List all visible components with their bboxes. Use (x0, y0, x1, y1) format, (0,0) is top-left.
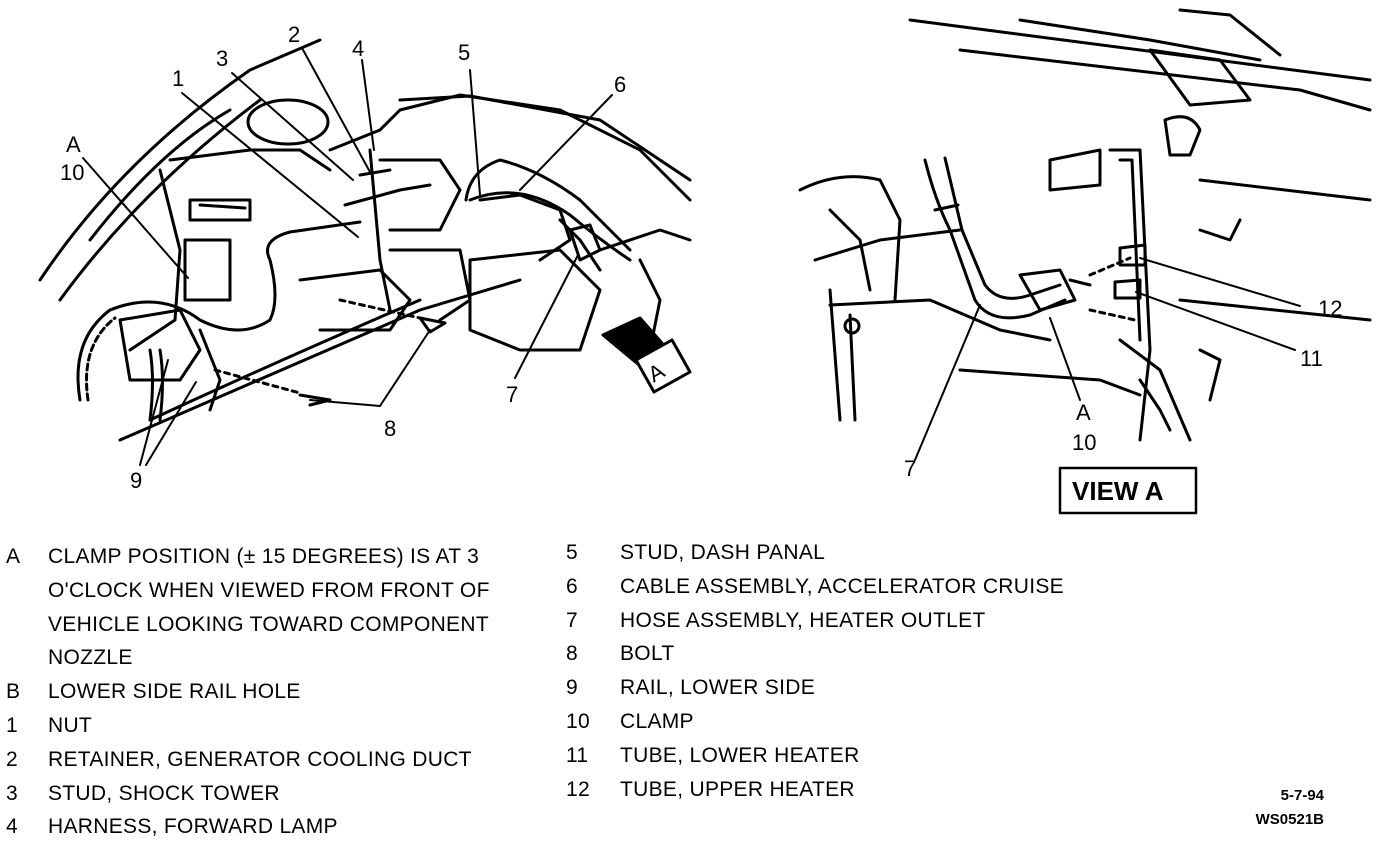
legend-text: CLAMP POSITION (± 15 DEGREES) IS AT 3 (48, 545, 480, 568)
callout-8: 8 (384, 416, 396, 441)
right-view-leaders (914, 257, 1301, 461)
legend-key: 6 (566, 574, 578, 598)
legend-row: 3 STUD, SHOCK TOWER (6, 777, 490, 811)
legend-text: CLAMP (620, 709, 694, 733)
callout-7-right: 7 (904, 456, 916, 481)
callout-5: 5 (458, 40, 470, 65)
legend-row: ANOZZLE (6, 641, 490, 675)
left-view-leaders (82, 47, 613, 466)
left-view-body (38, 38, 692, 442)
legend-text: RETAINER, GENERATOR COOLING DUCT (48, 747, 472, 771)
legend-key: 9 (566, 676, 578, 700)
callout-12-right: 12 (1318, 296, 1342, 321)
legend-row: 10 CLAMP (566, 705, 1064, 739)
legend-row: 1 NUT (6, 709, 490, 743)
view-a-arrow (601, 316, 692, 394)
callout-4: 4 (352, 36, 364, 61)
legend-row: 5 STUD, DASH PANAL (566, 536, 1064, 570)
callout-9: 9 (130, 468, 142, 493)
callout-7: 7 (506, 382, 518, 407)
legend-row: 7 HOSE ASSEMBLY, HEATER OUTLET (566, 604, 1064, 638)
legend-text: BOLT (620, 642, 675, 666)
callout-6: 6 (614, 72, 626, 97)
legend-text: STUD, SHOCK TOWER (48, 781, 280, 805)
legend-key: B (6, 680, 21, 704)
legend-row: B LOWER SIDE RAIL HOLE (6, 675, 490, 709)
legend-text: TUBE, UPPER HEATER (620, 777, 855, 801)
legend-text: STUD, DASH PANAL (620, 541, 826, 564)
legend-text: NUT (48, 713, 93, 737)
legend-text: NOZZLE (48, 646, 133, 670)
legend-text: HOSE ASSEMBLY, HEATER OUTLET (620, 608, 986, 632)
callout-a-right: A (1076, 400, 1091, 425)
legend-key: 2 (6, 747, 18, 771)
legend-key: 1 (6, 713, 18, 737)
legend-key: 5 (566, 541, 578, 564)
callout-labels: 1 2 3 4 5 6 7 8 9 A 10 A 12 11 A 10 7 VI… (60, 22, 1342, 506)
legend-row: 6 CABLE ASSEMBLY, ACCELERATOR CRUISE (566, 570, 1064, 604)
callout-11-right: 11 (1300, 346, 1323, 371)
legend-text: O'CLOCK WHEN VIEWED FROM FRONT OF (48, 578, 490, 602)
legend-row: 2 RETAINER, GENERATOR COOLING DUCT (6, 743, 490, 777)
legend-left: A CLAMP POSITION (± 15 DEGREES) IS AT 3 A… (6, 540, 490, 844)
legend-text: LOWER SIDE RAIL HOLE (48, 680, 301, 704)
legend-key: 11 (566, 743, 589, 767)
legend-key: 8 (566, 642, 578, 666)
stamp-code: WS0521B (1255, 811, 1324, 828)
callout-10-left: 10 (60, 160, 84, 185)
legend-key: 7 (566, 608, 578, 632)
legend-key: A (6, 545, 21, 568)
legend-row: 9 RAIL, LOWER SIDE (566, 671, 1064, 705)
legend-row: 4 HARNESS, FORWARD LAMP (6, 810, 490, 844)
callout-10-right: 10 (1072, 430, 1096, 455)
right-view-body (798, 8, 1372, 442)
legend-right: 5 STUD, DASH PANAL 6 CABLE ASSEMBLY, ACCEL… (566, 536, 1064, 806)
view-a-label-box (1058, 466, 1198, 515)
legend-row: 12 TUBE, UPPER HEATER (566, 773, 1064, 807)
right-view-hose (923, 156, 1147, 322)
view-a-label: VIEW A (1072, 476, 1164, 506)
legend-row: AVEHICLE LOOKING TOWARD COMPONENT (6, 608, 490, 642)
legend-row: A CLAMP POSITION (± 15 DEGREES) IS AT 3 (6, 540, 490, 574)
callout-1: 1 (172, 66, 184, 91)
legend-row: AO'CLOCK WHEN VIEWED FROM FRONT OF (6, 574, 490, 608)
legend-text: TUBE, LOWER HEATER (620, 743, 860, 767)
legend-key: 10 (566, 709, 590, 733)
legend-text: HARNESS, FORWARD LAMP (48, 815, 338, 839)
legend-text: VEHICLE LOOKING TOWARD COMPONENT (48, 612, 489, 636)
legend-key: 12 (566, 777, 590, 801)
legend-row: 8 BOLT (566, 637, 1064, 671)
legend-text: CABLE ASSEMBLY, ACCELERATOR CRUISE (620, 574, 1064, 598)
callout-a-left: A (66, 132, 81, 157)
legend-text: RAIL, LOWER SIDE (620, 676, 816, 700)
callout-3: 3 (216, 46, 228, 71)
legend-row: 11 TUBE, LOWER HEATER (566, 739, 1064, 773)
document-stamp: 5-7-94 WS0521B (1222, 784, 1324, 832)
legend-key: 3 (6, 781, 18, 805)
stamp-date: 5-7-94 (1280, 787, 1324, 804)
callout-2: 2 (288, 22, 300, 47)
legend-key: 4 (6, 815, 18, 839)
